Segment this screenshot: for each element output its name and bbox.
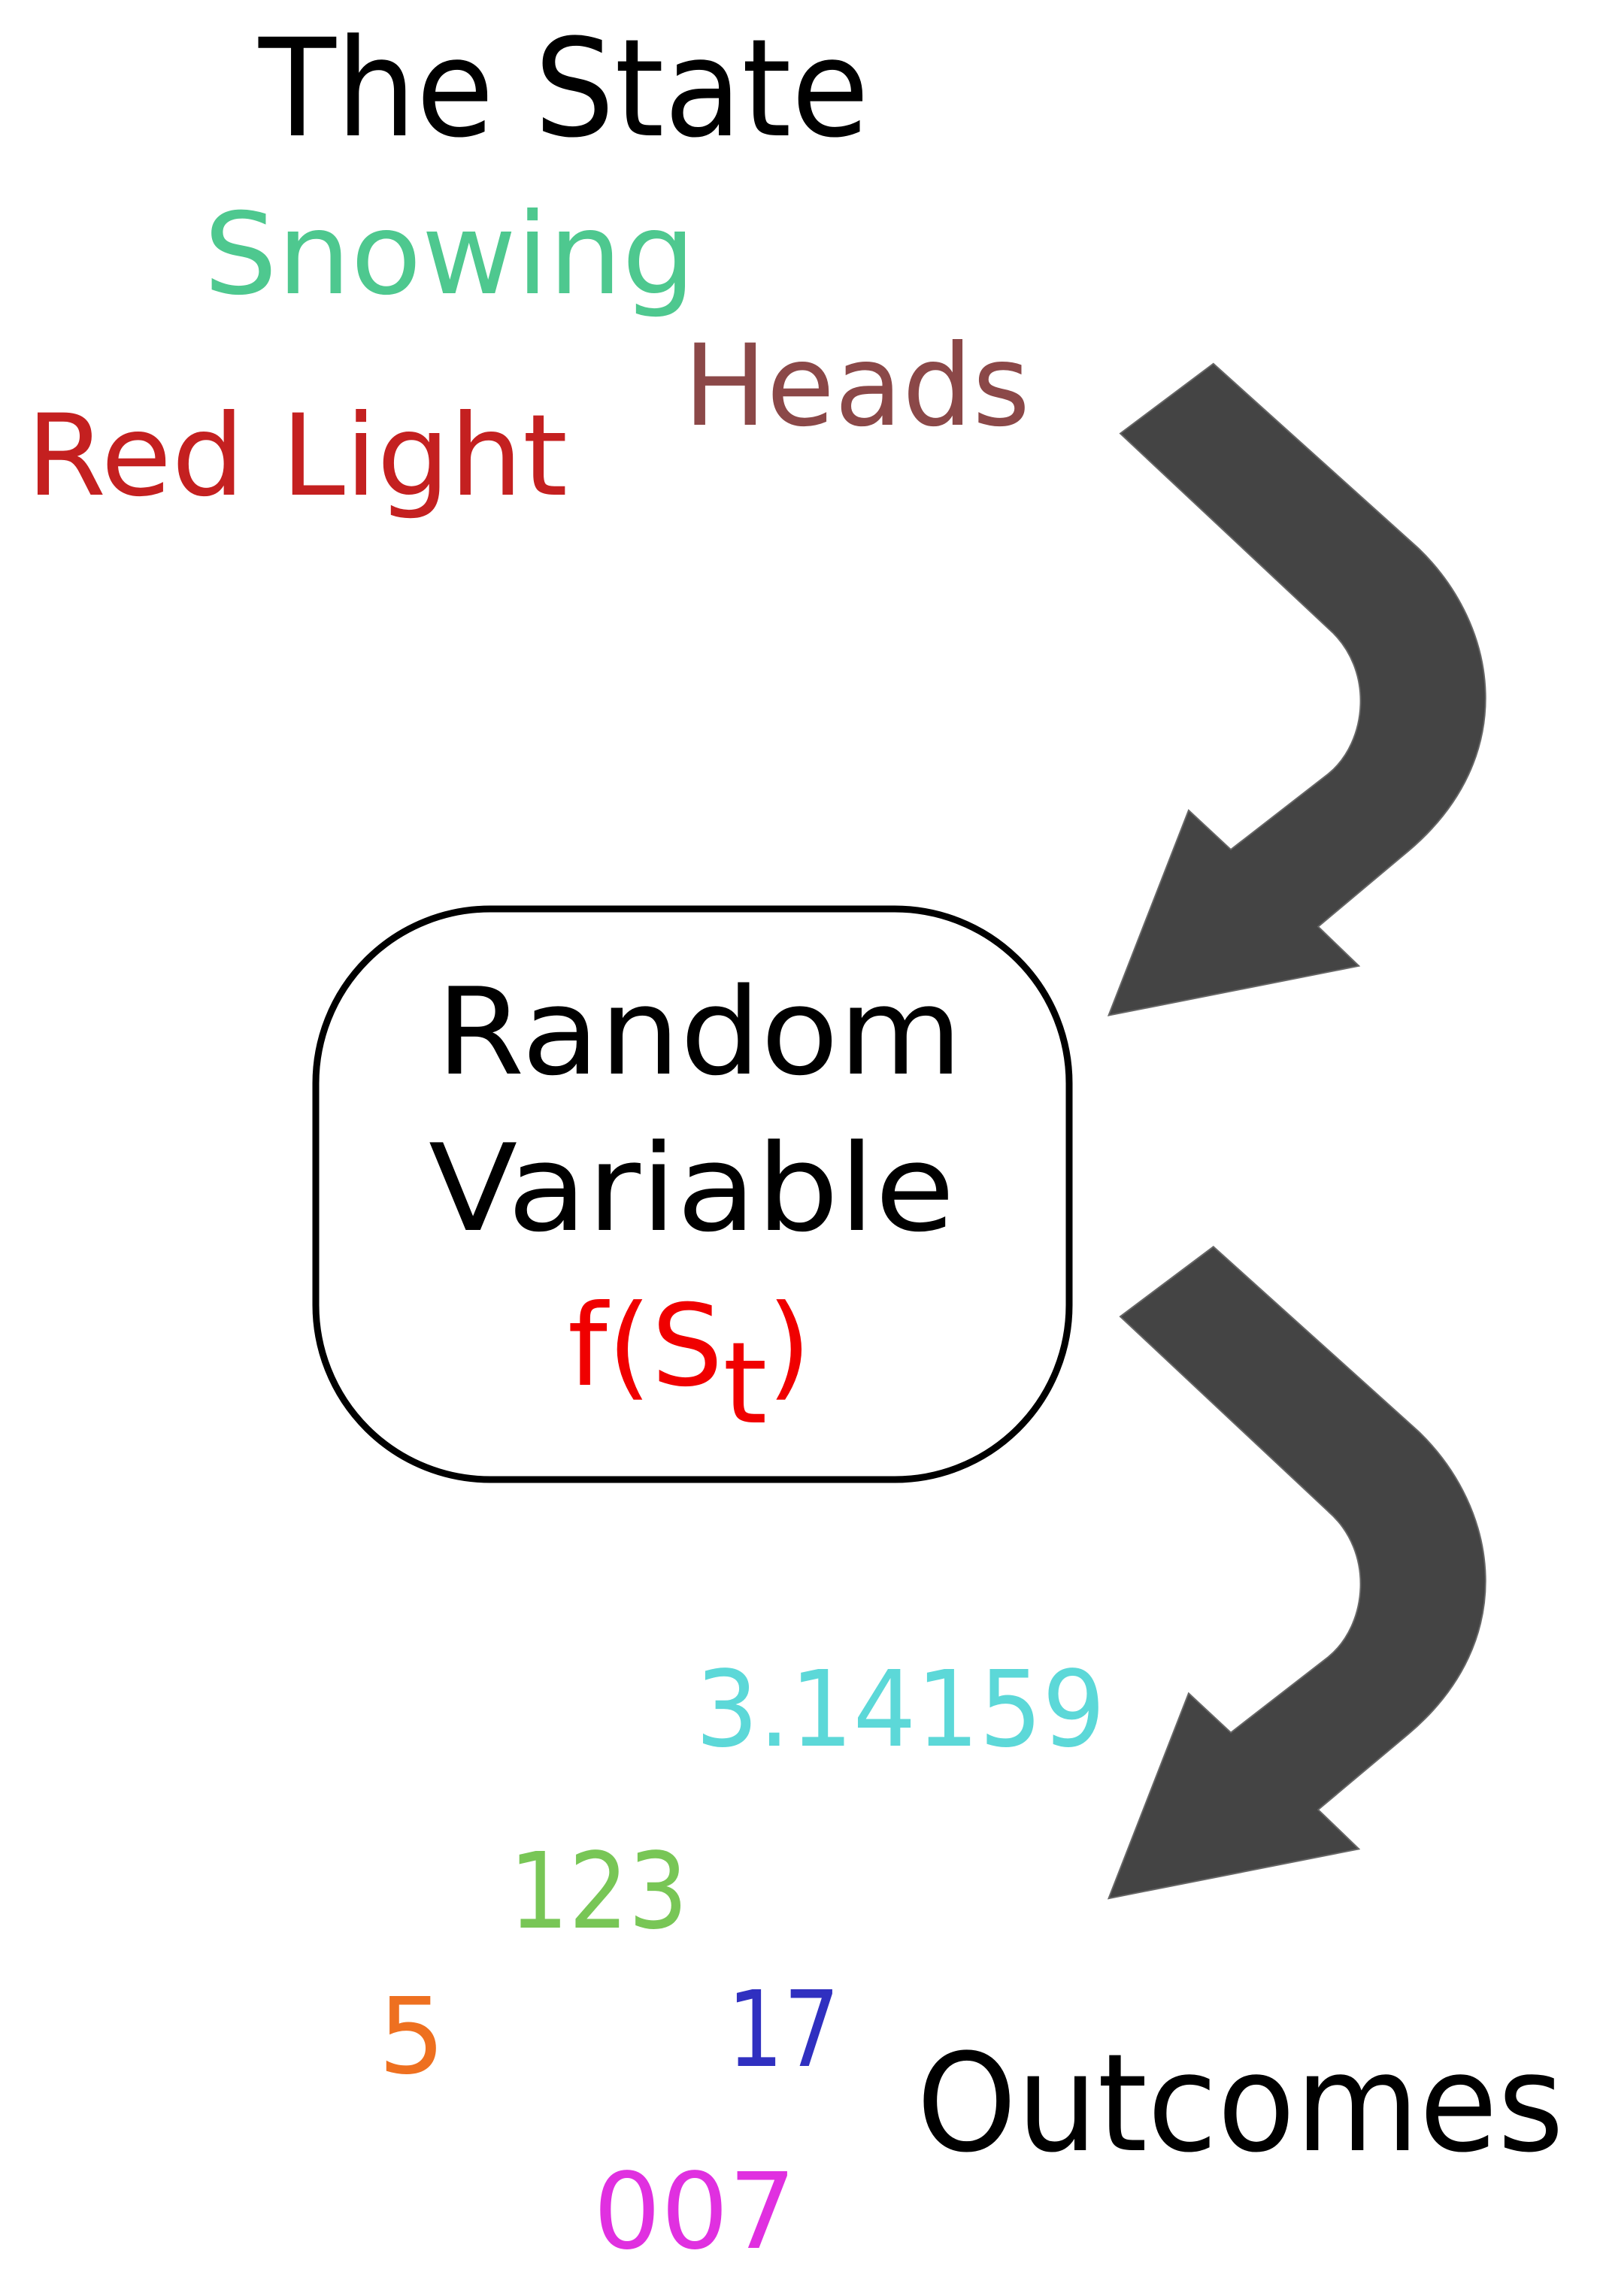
curved-arrow-icon: [1107, 362, 1486, 1016]
function-label: f(St): [568, 1281, 811, 1449]
box-line-variable: Variable: [429, 1118, 955, 1259]
state-snowing: Snowing: [204, 189, 695, 320]
state-heads: Heads: [683, 321, 1030, 452]
function-close: ): [767, 1281, 811, 1412]
function-name: f(S: [568, 1281, 723, 1412]
outcome-5: 5: [378, 1976, 445, 2098]
outcome-pi: 3.14159: [695, 1649, 1105, 1771]
title-the-state: The State: [258, 11, 869, 168]
state-red-light: Red Light: [26, 391, 568, 522]
outcomes-label: Outcomes: [917, 2025, 1564, 2182]
outcome-17: 17: [727, 1969, 840, 2092]
outcome-007: 007: [593, 2151, 796, 2273]
outcome-123: 123: [509, 1831, 688, 1953]
box-line-random: Random: [436, 962, 962, 1102]
random-variable-box: [312, 905, 1073, 1483]
function-subscript: t: [723, 1319, 768, 1449]
curved-arrow-icon: [1107, 1246, 1486, 1900]
